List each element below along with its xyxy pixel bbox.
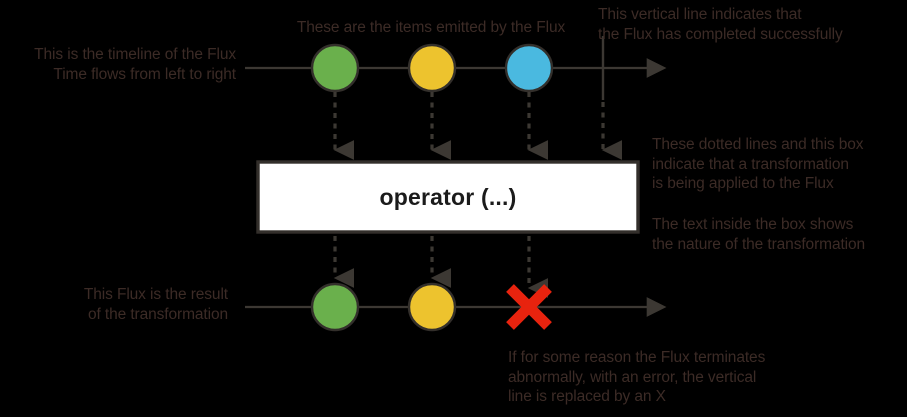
result-timeline-group: [245, 282, 667, 332]
annotation-result: This Flux is the result of the transform…: [83, 286, 228, 323]
source-item-blue[interactable]: [504, 43, 554, 93]
result-item-green[interactable]: [310, 282, 360, 332]
operator-box[interactable]: [256, 160, 640, 234]
source-item-green[interactable]: [310, 43, 360, 93]
error-x-icon[interactable]: [506, 284, 552, 330]
annotation-transformation: These dotted lines and this box indicate…: [652, 136, 864, 192]
source-timeline-group: [245, 36, 667, 100]
annotation-box-text: The text inside the box shows the nature…: [652, 216, 866, 253]
annotation-timeline: This is the timeline of the Flux Time fl…: [34, 46, 236, 83]
annotation-completion: This vertical line indicates that the Fl…: [598, 6, 843, 43]
annotation-items: These are the items emitted by the Flux: [296, 19, 566, 36]
dotted-arrows-out-of-operator: [333, 236, 549, 298]
result-item-yellow[interactable]: [407, 282, 457, 332]
annotation-error: If for some reason the Flux terminates a…: [508, 349, 766, 405]
source-item-yellow[interactable]: [407, 43, 457, 93]
dotted-arrows-into-operator: [333, 92, 623, 160]
